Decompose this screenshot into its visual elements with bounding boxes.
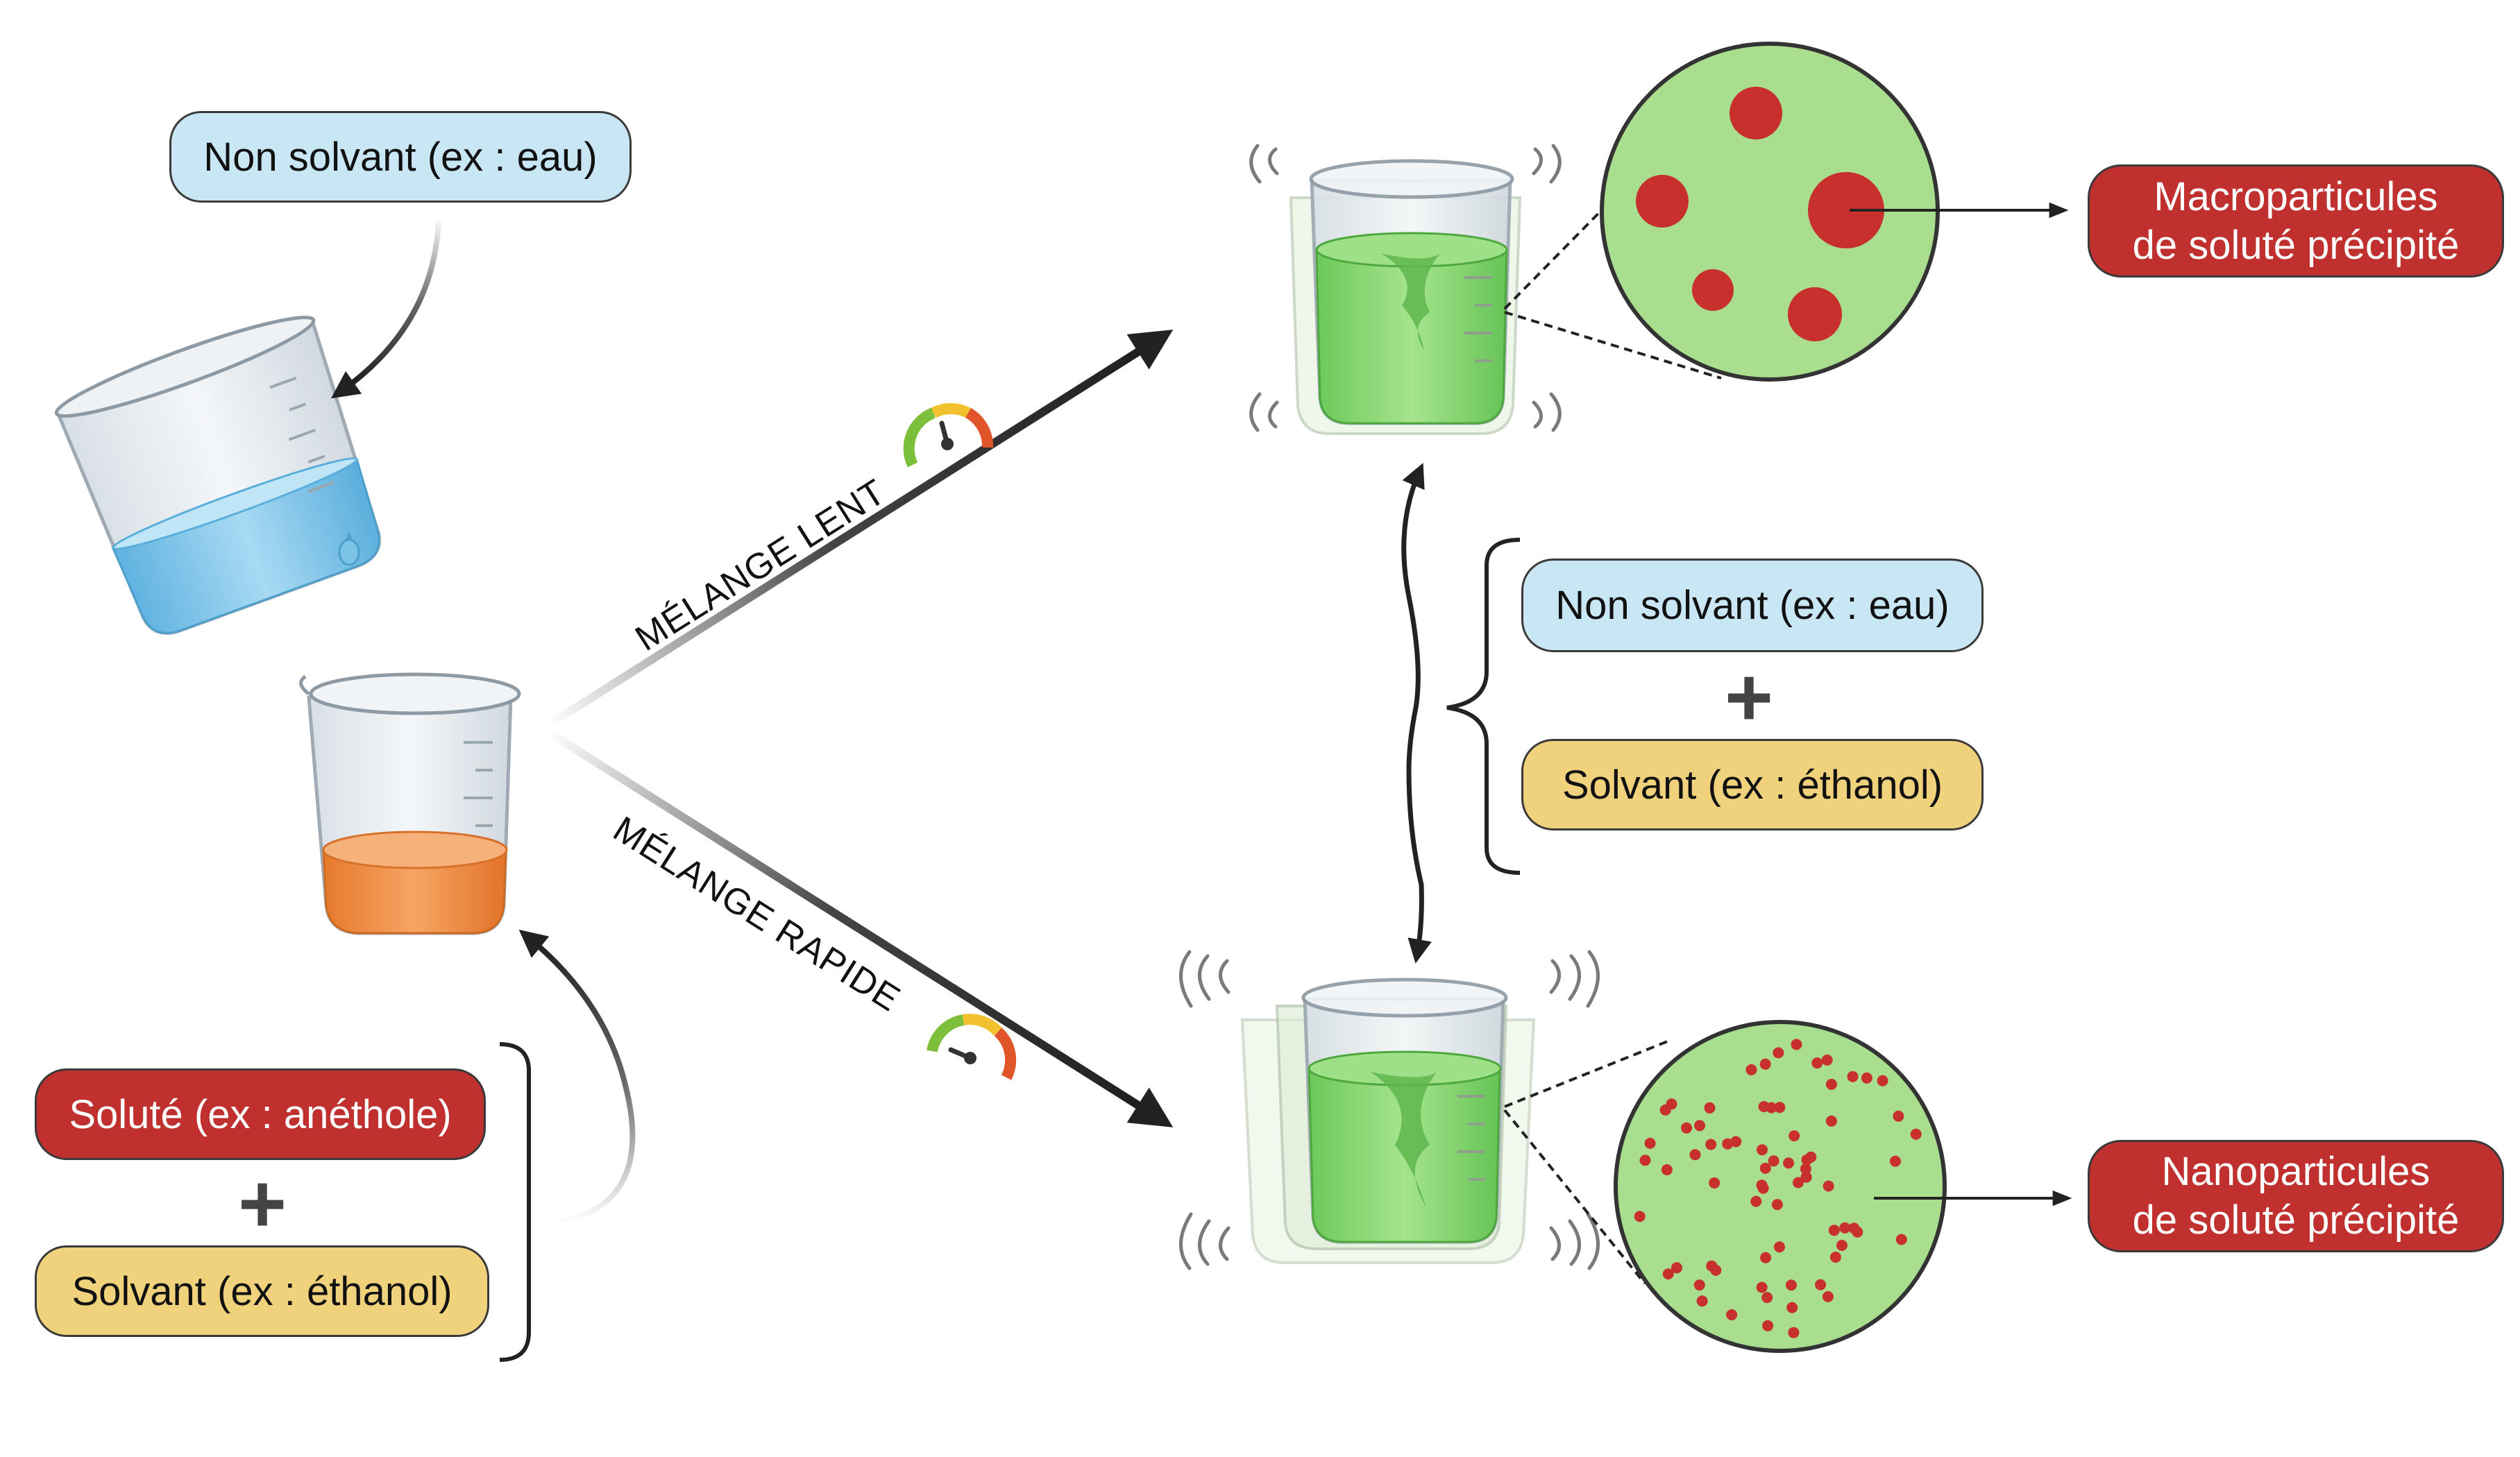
nanoparticle-dot bbox=[1709, 1177, 1720, 1188]
nanoparticle-dot bbox=[1762, 1320, 1774, 1331]
nanoparticle-dot bbox=[1847, 1071, 1859, 1082]
nanoparticles-label-line2: de soluté précipité bbox=[2132, 1198, 2460, 1243]
solvant-pill-left: Solvant (ex : éthanol) bbox=[35, 1245, 489, 1337]
nanoparticle-dot bbox=[1705, 1139, 1717, 1150]
plus-icon-right: + bbox=[1724, 651, 1774, 744]
nanoparticle-dot bbox=[1694, 1120, 1705, 1132]
nanoparticle-dot bbox=[1722, 1138, 1734, 1150]
non-solvant-pill-top: Non solvant (ex : eau) bbox=[169, 111, 632, 203]
slow-mixing-beaker-icon bbox=[1249, 144, 1562, 435]
nanoparticle-dot bbox=[1786, 1302, 1798, 1313]
nanoparticle-dot bbox=[1773, 1047, 1784, 1059]
nanoparticle-dot bbox=[1828, 1225, 1840, 1236]
nanoparticle-dot bbox=[1689, 1149, 1701, 1161]
nanoparticle-dot bbox=[1761, 1292, 1773, 1304]
zoom-lines-bottom bbox=[1503, 1039, 1670, 1285]
nanoparticle-dot bbox=[1706, 1260, 1718, 1272]
nanoparticle-dot bbox=[1822, 1290, 1834, 1302]
nanoparticle-dot bbox=[1825, 1115, 1837, 1127]
nanoparticle-dot bbox=[1805, 1151, 1817, 1163]
nanoparticle-dot bbox=[1666, 1098, 1677, 1110]
non-solvant-pill-right: Non solvant (ex : eau) bbox=[1521, 559, 1984, 652]
nanoparticle-dot bbox=[1766, 1102, 1777, 1114]
pouring-beaker-icon bbox=[54, 315, 381, 635]
arrow-melange-lent bbox=[546, 330, 1174, 729]
fast-mixing-beaker-icon bbox=[1179, 950, 1600, 1270]
nanoparticle-dot bbox=[1661, 1164, 1673, 1175]
nanoparticle-dot bbox=[1750, 1195, 1762, 1207]
macroparticles-label-line1: Macroparticules bbox=[2154, 173, 2438, 219]
nanoparticle-dot bbox=[1839, 1222, 1851, 1234]
nanoparticles-label-line1: Nanoparticules bbox=[2161, 1149, 2430, 1194]
nanoparticle-dot bbox=[1821, 1054, 1833, 1066]
nanoparticle-dot bbox=[1730, 1136, 1742, 1148]
nanoparticle-dot bbox=[1756, 1179, 1768, 1191]
nanoparticle-dot bbox=[1644, 1137, 1656, 1149]
slow-speed-gauge-icon bbox=[903, 403, 994, 468]
nanoparticle-dot bbox=[1823, 1180, 1834, 1192]
nanoparticle-dot bbox=[1774, 1241, 1785, 1253]
arrow-mixture-to-beaker bbox=[518, 929, 636, 1227]
nanoparticle-dot bbox=[1745, 1064, 1757, 1075]
nanoparticle-dot bbox=[1890, 1155, 1901, 1167]
nanoparticle-dot bbox=[1910, 1128, 1922, 1140]
nanoparticle-dot bbox=[1759, 1058, 1771, 1070]
nanoparticle-dot bbox=[1639, 1154, 1651, 1166]
nanoparticle-dot bbox=[1848, 1222, 1860, 1234]
nanoparticle-dot bbox=[1788, 1327, 1800, 1338]
nanoparticle-dot bbox=[1704, 1102, 1716, 1114]
nanoparticle-dot bbox=[1696, 1295, 1708, 1307]
macroparticles-label-line2: de soluté précipité bbox=[2132, 222, 2460, 268]
nanoparticle-dot bbox=[1788, 1130, 1800, 1142]
nanoparticle-dot bbox=[1800, 1163, 1811, 1175]
nanoparticle-dot bbox=[1759, 1162, 1771, 1174]
plus-icon-left: + bbox=[237, 1157, 287, 1250]
nanoparticle-dot bbox=[1681, 1122, 1693, 1134]
double-arrow-vertical bbox=[1401, 463, 1432, 964]
arrow-non-solvant-to-beaker bbox=[330, 220, 441, 399]
nanoparticle-dot bbox=[1895, 1234, 1907, 1245]
solvant-pill-right: Solvant (ex : éthanol) bbox=[1521, 739, 1984, 830]
nanoparticles-zoom-circle bbox=[1614, 1020, 1947, 1353]
nanoparticle-dot bbox=[1783, 1157, 1795, 1169]
nanoparticle-dot bbox=[1771, 1199, 1783, 1211]
nanoparticle-dot bbox=[1634, 1211, 1646, 1222]
nanoparticle-dot bbox=[1836, 1240, 1847, 1251]
nanoparticle-dot bbox=[1791, 1039, 1802, 1050]
nanoparticle-dot bbox=[1693, 1279, 1705, 1291]
nanoparticle-dot bbox=[1760, 1252, 1772, 1263]
nanoparticle-dot bbox=[1756, 1281, 1768, 1293]
solute-pill: Soluté (ex : anéthole) bbox=[35, 1068, 486, 1160]
nanoparticle-dot bbox=[1786, 1279, 1797, 1291]
nanoparticle-dot bbox=[1671, 1262, 1682, 1274]
brace-left-bottom bbox=[499, 1042, 531, 1362]
nanoparticle-dot bbox=[1757, 1144, 1768, 1156]
macroparticles bbox=[1636, 87, 1884, 341]
brace-right-middle bbox=[1446, 538, 1521, 875]
nanoparticle-dot bbox=[1726, 1309, 1738, 1320]
arrow-melange-rapide bbox=[546, 728, 1174, 1127]
nanoparticles-label: Nanoparticules de soluté précipité bbox=[2088, 1140, 2504, 1252]
fast-speed-gauge-icon bbox=[927, 1014, 1017, 1080]
nanoparticle-dot bbox=[1811, 1057, 1823, 1069]
orange-beaker-icon bbox=[299, 672, 521, 935]
nanoparticle-dot bbox=[1877, 1075, 1888, 1087]
nanoparticle-dot bbox=[1793, 1177, 1804, 1188]
nanoparticle-dot bbox=[1825, 1078, 1837, 1090]
nanoparticle-dot bbox=[1800, 1171, 1812, 1183]
macroparticles-label: Macroparticules de soluté précipité bbox=[2088, 164, 2504, 278]
water-drop-icon bbox=[338, 538, 360, 566]
nanoparticle-dot bbox=[1861, 1072, 1872, 1084]
nanoparticles bbox=[1634, 1039, 1922, 1338]
nanoparticle-dot bbox=[1662, 1268, 1674, 1280]
nanoparticle-dot bbox=[1774, 1102, 1786, 1114]
nanoparticle-dot bbox=[1893, 1110, 1904, 1122]
nanoparticle-dot bbox=[1829, 1252, 1841, 1263]
nanoparticle-dot bbox=[1815, 1279, 1827, 1290]
nanoparticle-dot bbox=[1768, 1155, 1779, 1167]
